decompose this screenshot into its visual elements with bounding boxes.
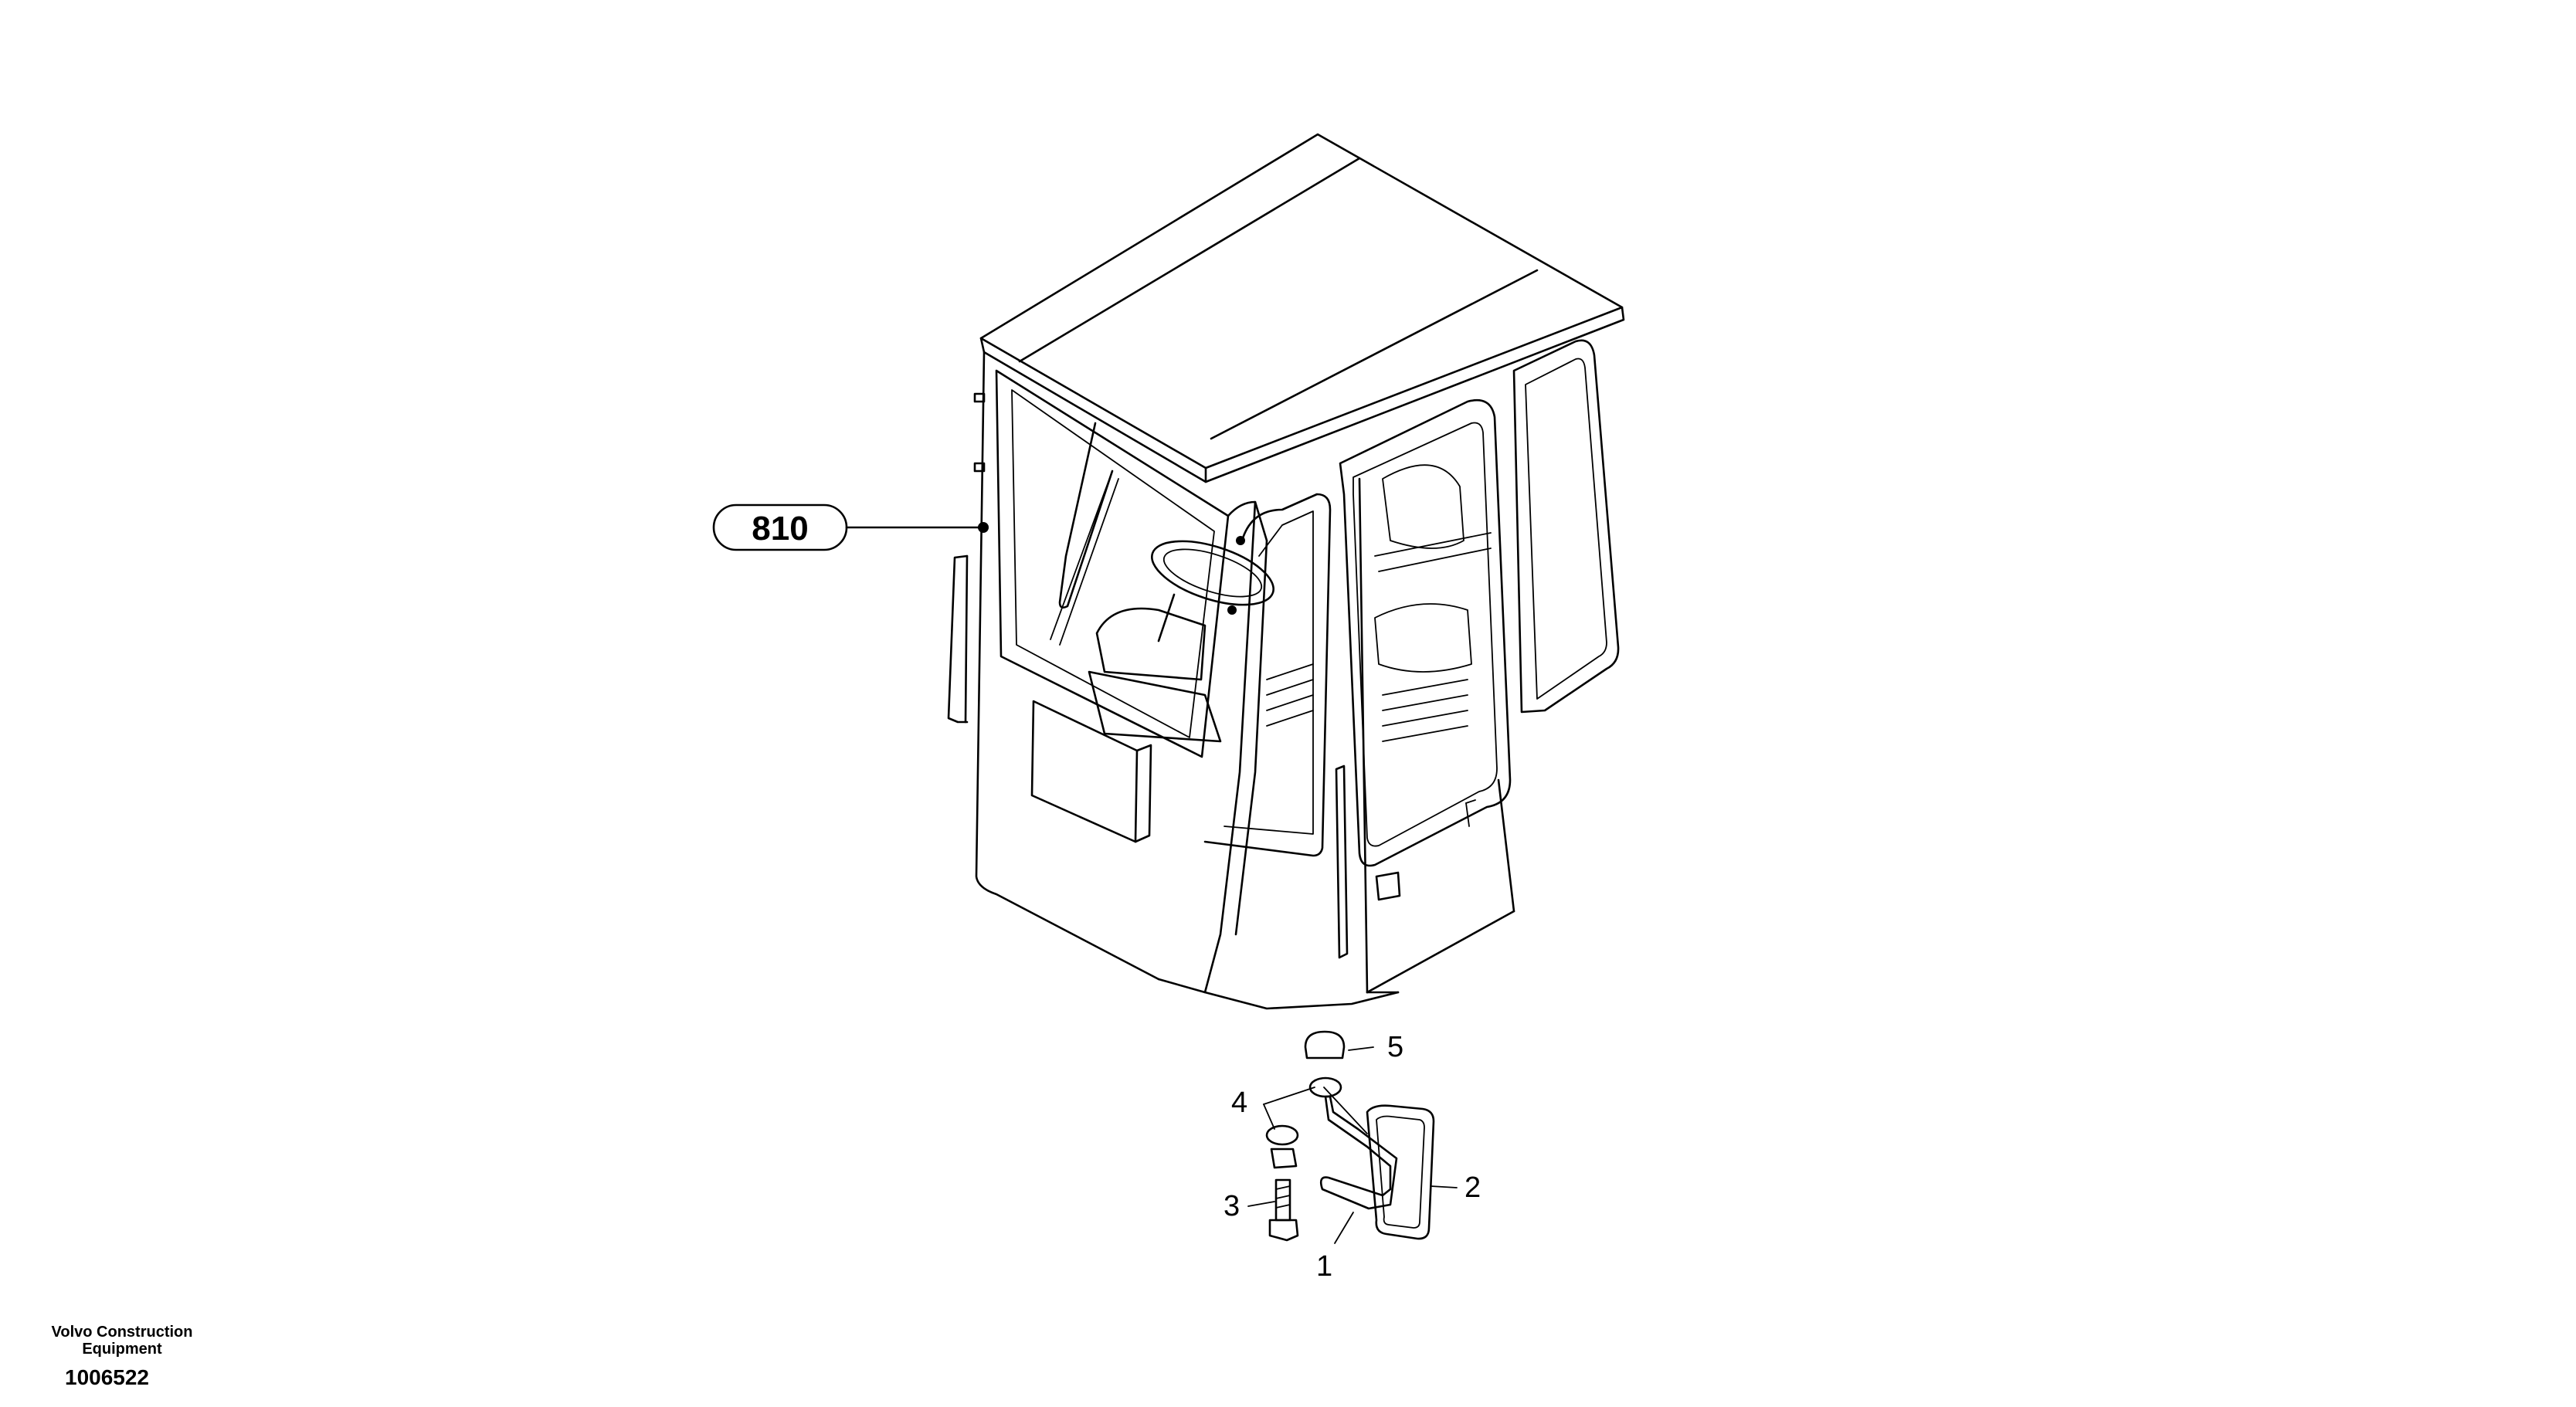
brand-name-line1: Volvo Construction xyxy=(51,1324,193,1341)
cap-nut-part xyxy=(1304,1030,1346,1059)
brand-name-line2: Equipment xyxy=(82,1341,162,1358)
callout-5: 5 xyxy=(1387,1031,1403,1063)
leader-line-5 xyxy=(1348,1046,1374,1051)
leader-line-4c xyxy=(1323,1087,1368,1134)
washer-part xyxy=(1265,1124,1299,1146)
leader-line-3 xyxy=(1247,1201,1275,1207)
drawing-number: 1006522 xyxy=(65,1365,150,1389)
cab-illustration xyxy=(947,133,1625,1010)
callout-1: 1 xyxy=(1316,1250,1332,1283)
callout-3: 3 xyxy=(1224,1190,1240,1222)
callout-2: 2 xyxy=(1464,1171,1481,1204)
reference-badge-label: 810 xyxy=(752,510,808,548)
callout-4: 4 xyxy=(1231,1087,1247,1119)
leader-line-4b xyxy=(1263,1104,1275,1130)
mirror-head-part xyxy=(1366,1104,1435,1240)
leader-line-4a xyxy=(1263,1087,1315,1105)
leader-line-2 xyxy=(1430,1185,1458,1188)
reference-badge: 810 xyxy=(712,503,985,551)
mirror-assembly: 5 4 3 2 1 xyxy=(1224,1030,1481,1283)
mirror-arm-part xyxy=(1319,1095,1398,1210)
leader-line-1 xyxy=(1334,1212,1354,1244)
